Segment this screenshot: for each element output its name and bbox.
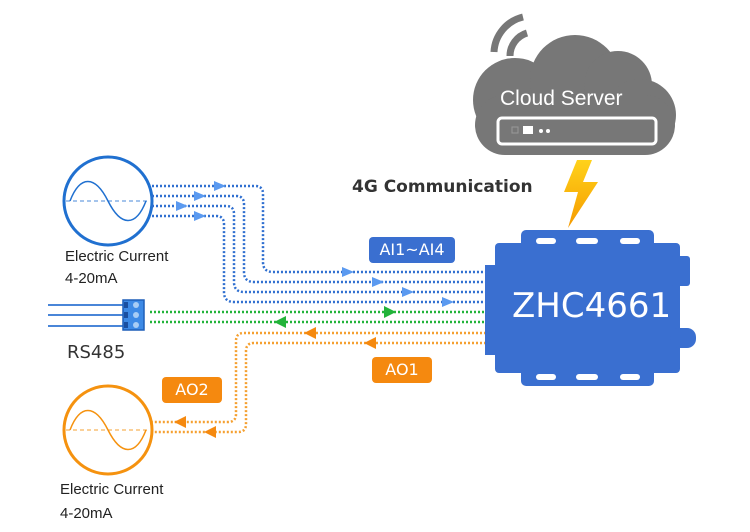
server-led-dot (546, 129, 550, 133)
input-signal-lines (152, 184, 486, 304)
input-source-label-line2: 4-20mA (65, 270, 118, 287)
arrow-left-icon (274, 316, 286, 328)
ao2-badge: AO2 (162, 377, 222, 403)
arrow-left-icon (304, 327, 316, 339)
lightning-bolt-icon (564, 160, 598, 228)
rs485-lines (150, 310, 486, 324)
cloud-server-label: Cloud Server (500, 87, 623, 110)
arrow-left-icon (174, 416, 186, 428)
ai-channels-badge: AI1~AI4 (369, 237, 455, 263)
rs485-label: RS485 (67, 342, 126, 363)
arrow-right-icon (384, 306, 396, 318)
arrow-right-icon (176, 201, 188, 211)
input-arrows (176, 181, 454, 307)
output-line-ao2 (152, 341, 486, 434)
arrow-right-icon (442, 297, 454, 307)
current-source-input-icon (62, 155, 154, 247)
device-zhc4661-icon (485, 230, 696, 386)
rs485-wires (48, 304, 124, 327)
arrow-right-icon (372, 277, 384, 287)
server-led-off (511, 126, 519, 134)
arrow-right-icon (342, 267, 354, 277)
current-source-output-icon (62, 384, 154, 476)
server-rack-outline (496, 116, 658, 146)
arrow-left-icon (364, 337, 376, 349)
output-source-label-line2: 4-20mA (60, 505, 113, 522)
input-line-2 (152, 194, 486, 284)
output-source-label-line1: Electric Current (60, 481, 164, 498)
input-line-3 (152, 204, 486, 294)
4g-communication-label: 4G Communication (352, 177, 533, 197)
input-source-label-line1: Electric Current (65, 248, 169, 265)
output-signal-lines (152, 331, 486, 434)
arrow-left-icon (204, 426, 216, 438)
server-led-dot (539, 129, 543, 133)
server-drive-bay (523, 126, 533, 134)
device-name-label: ZHC4661 (512, 286, 672, 326)
output-line-ao1 (152, 331, 486, 424)
arrow-right-icon (402, 287, 414, 297)
rs485-terminal-icon (122, 299, 145, 331)
input-line-4 (152, 214, 486, 304)
arrow-right-icon (194, 211, 206, 221)
input-line-1 (152, 184, 486, 274)
cloud-server-icon (473, 35, 676, 155)
device-mount-slots (536, 238, 640, 380)
arrow-right-icon (214, 181, 226, 191)
arrow-right-icon (194, 191, 206, 201)
ao1-badge: AO1 (372, 357, 432, 383)
wifi-signal-icon (490, 13, 529, 57)
output-arrows (174, 327, 376, 438)
